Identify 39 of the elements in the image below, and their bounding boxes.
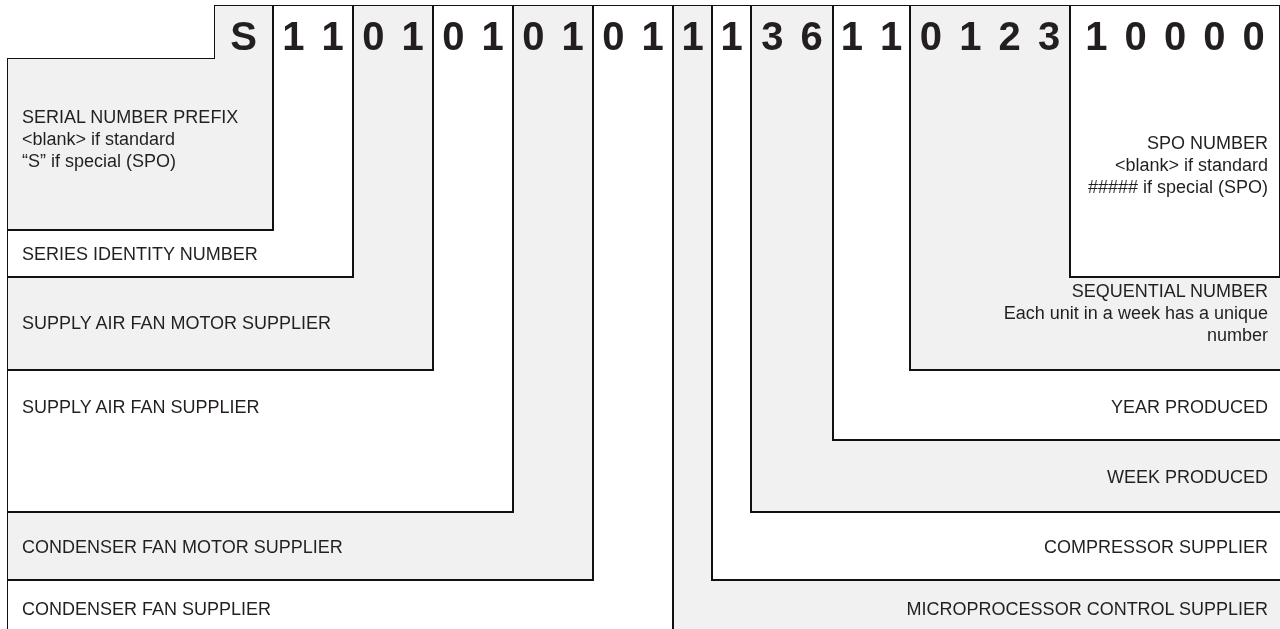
- serial-digits: 0 1: [441, 13, 505, 60]
- field-name: SEQUENTIAL NUMBER: [1070, 280, 1268, 302]
- field-name: SUPPLY AIR FAN MOTOR SUPPLIER: [22, 312, 332, 334]
- field-note: “S” if special (SPO): [22, 150, 178, 172]
- serial-digits: 3 6: [760, 13, 824, 60]
- field-region: [910, 5, 1280, 370]
- serial-digits: 1: [719, 13, 744, 60]
- field-name: SERIAL NUMBER PREFIX: [22, 106, 239, 128]
- field-name: SPO NUMBER: [1145, 132, 1268, 154]
- field-region: [7, 5, 513, 512]
- field-name: WEEK PRODUCED: [1107, 466, 1268, 488]
- field-region: [7, 5, 273, 230]
- serial-digits: 0 1: [521, 13, 585, 60]
- field-name: YEAR PRODUCED: [1110, 396, 1268, 418]
- field-region: [7, 5, 353, 277]
- field-note: <blank> if standard: [1113, 154, 1268, 176]
- field-name: MICROPROCESSOR CONTROL SUPPLIER: [906, 598, 1268, 620]
- serial-digits: S: [229, 13, 258, 60]
- serial-digits: 0 1: [601, 13, 665, 60]
- field-name: SERIES IDENTITY NUMBER: [22, 243, 258, 265]
- serial-digits: 0 1 2 3: [918, 13, 1062, 60]
- field-region: [1070, 5, 1280, 277]
- serial-digits: 1: [680, 13, 705, 60]
- field-region: [7, 5, 593, 580]
- field-note: <blank> if standard: [22, 128, 177, 150]
- field-name: CONDENSER FAN MOTOR SUPPLIER: [22, 536, 343, 558]
- field-region: [7, 5, 433, 370]
- serial-digits: 1 1: [839, 13, 904, 60]
- field-name: COMPRESSOR SUPPLIER: [1043, 536, 1268, 558]
- field-name: SUPPLY AIR FAN SUPPLIER: [22, 396, 260, 418]
- field-region: [7, 5, 673, 629]
- field-note: Each unit in a week has a unique number: [1002, 302, 1268, 346]
- field-region: [833, 5, 1280, 440]
- field-region: [751, 5, 1280, 512]
- field-note: ##### if special (SPO): [1087, 176, 1268, 198]
- serial-digits: 1 1: [281, 13, 345, 60]
- field-name: CONDENSER FAN SUPPLIER: [22, 598, 272, 620]
- serial-digits: 0 1: [361, 13, 425, 60]
- serial-digits: 1 0 0 0 0: [1084, 13, 1266, 60]
